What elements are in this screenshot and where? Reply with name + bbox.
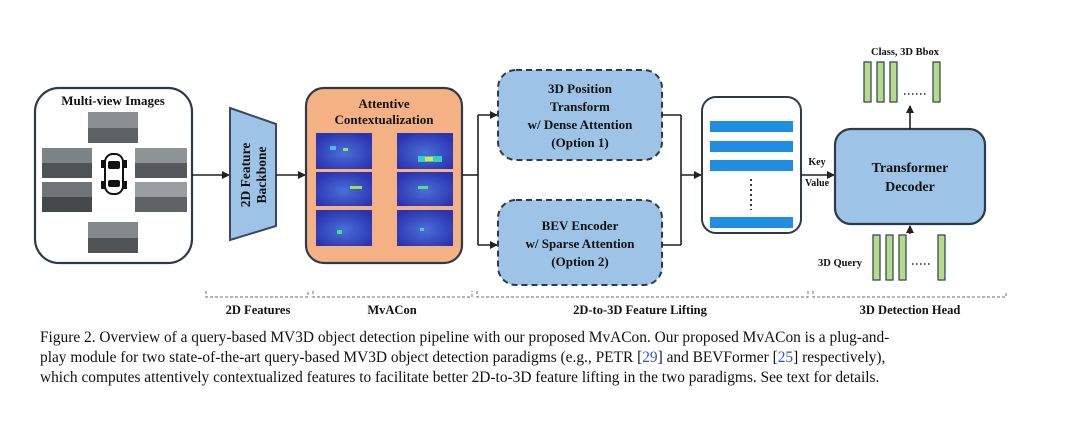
attentive-contextualization-module: Attentive Contextualization [304, 86, 464, 265]
mvacon-title-line1: Attentive [358, 96, 409, 111]
option2-bev-encoder: BEV Encoder w/ Sparse Attention (Option … [497, 199, 663, 286]
caption-line2: play module for two state-of-the-art que… [40, 348, 1050, 368]
transformer-decoder: Transformer Decoder [833, 127, 987, 226]
option1-line1: 3D Position [548, 81, 613, 96]
option1-line4: (Option 1) [551, 135, 608, 150]
merge-connectors [662, 114, 702, 246]
value-label: Value [805, 178, 830, 189]
citation-link-25[interactable]: 25 [777, 349, 794, 366]
caption-line3: which computes attentively contextualize… [40, 369, 880, 386]
option2-line2: w/ Sparse Attention [525, 236, 635, 251]
caption-line2-part-c: ] respectively), [793, 349, 886, 366]
mvacon-title-line2: Contextualization [335, 112, 435, 127]
attention-maps [316, 133, 453, 246]
backbone-label-line1: 2D Feature [238, 143, 253, 208]
option2-line1: BEV Encoder [542, 218, 619, 233]
option1-position-transform: 3D Position Transform w/ Dense Attention… [497, 69, 663, 161]
car-icon [101, 153, 127, 195]
option1-line3: w/ Dense Attention [528, 117, 633, 132]
citation-link-29[interactable]: 29 [642, 349, 658, 366]
option2-line3: (Option 2) [551, 254, 608, 269]
backbone-label-line2: Backbone [254, 146, 269, 203]
pipeline-diagram: Multi-view Images 2D [33, 47, 1007, 317]
query-bars [872, 234, 946, 281]
decoder-line2: Decoder [885, 180, 935, 195]
branch-connectors [462, 111, 498, 249]
figure-caption: Figure 2. Overview of a query-based MV3D… [40, 328, 1050, 388]
feature-backbone: 2D Feature Backbone [229, 106, 277, 242]
multiview-images-panel: Multi-view Images [33, 86, 194, 265]
section-brackets [205, 291, 1007, 298]
lifted-features-stack [701, 96, 802, 234]
caption-line2-part-a: play module for two state-of-the-art que… [40, 349, 643, 366]
key-label: Key [808, 157, 825, 168]
decoder-line1: Transformer [872, 161, 949, 176]
output-label: Class, 3D Bbox [871, 47, 940, 58]
query-label: 3D Query [818, 258, 863, 269]
option1-line2: Transform [550, 99, 610, 114]
caption-line1: Figure 2. Overview of a query-based MV3D… [40, 329, 890, 346]
section-label-2d-features: 2D Features [226, 303, 291, 317]
caption-line2-part-b: ] and BEVFormer [ [657, 349, 778, 366]
section-label-feature-lifting: 2D-to-3D Feature Lifting [573, 303, 708, 317]
section-label-mvacon: MvACon [367, 303, 416, 317]
output-bars [863, 61, 941, 103]
section-label-detection-head: 3D Detection Head [860, 303, 961, 317]
camera-thumbnails [42, 112, 187, 253]
multiview-title: Multi-view Images [61, 93, 165, 108]
